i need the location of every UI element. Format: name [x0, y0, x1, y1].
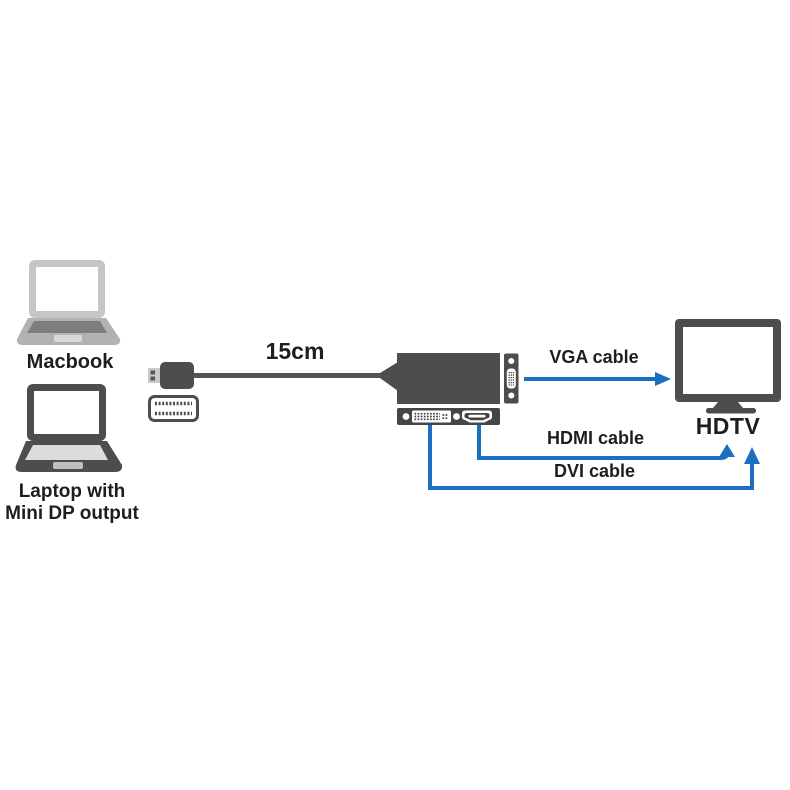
hdmi-port-icon [462, 410, 492, 423]
hdtv-stand-base [706, 408, 756, 414]
laptop-label-line2: Mini DP output [5, 503, 139, 524]
plug-body [160, 362, 194, 389]
macbook-trackpad [54, 335, 82, 342]
adapter-housing [397, 353, 500, 404]
laptop-trackpad [53, 462, 83, 469]
dvi-cable-line [428, 425, 754, 490]
laptop-screen [34, 391, 99, 434]
vga-cable-arrow [524, 372, 671, 386]
dvi-port-icon [412, 410, 451, 423]
screw-hole [453, 413, 460, 420]
macbook-laptop-icon [16, 260, 121, 345]
mini-displayport-plug-icon [148, 362, 201, 389]
screw-hole [402, 413, 410, 420]
plug-tip [148, 368, 161, 383]
laptop-label-line1: Laptop with [18, 481, 126, 502]
macbook-screen [36, 267, 98, 311]
hdtv-screen [683, 327, 773, 394]
mini-displayport-socket-icon [148, 395, 199, 422]
vga-cable-label: VGA cable [549, 347, 639, 367]
arrow-up-icon [719, 444, 735, 457]
mini-dp-adapter-body-icon [372, 353, 519, 425]
cable-length-label: 15cm [265, 338, 325, 364]
arrow-up-icon [744, 447, 760, 464]
hdtv-stand-neck [713, 402, 743, 408]
vga-port-icon [504, 353, 519, 404]
macbook-label: Macbook [26, 351, 114, 373]
cable-strain-relief [380, 362, 398, 391]
hdtv-monitor-icon [675, 319, 781, 414]
hdtv-label: HDTV [695, 413, 761, 439]
laptop-label: Laptop with Mini DP output [0, 481, 152, 525]
dvi-cable-label: DVI cable [553, 461, 636, 481]
adapter-cable [198, 373, 380, 378]
hdmi-cable-label: HDMI cable [546, 428, 645, 448]
laptop-open-icon [15, 384, 123, 472]
laptop-keyboard [25, 445, 108, 460]
arrow-right-icon [655, 372, 671, 386]
macbook-keyboard [27, 321, 107, 333]
hdmi-dvi-connection-lines [428, 425, 760, 490]
